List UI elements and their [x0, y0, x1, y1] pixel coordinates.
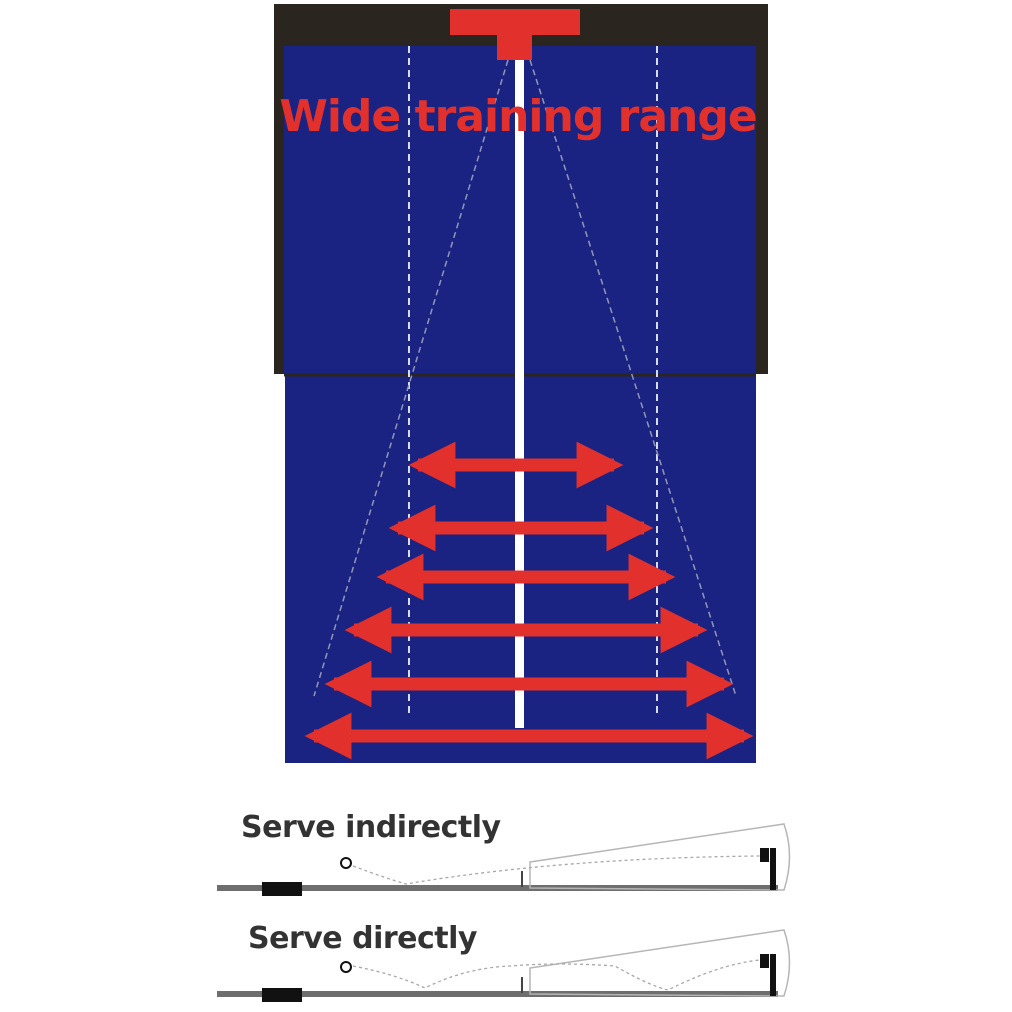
- machine-nozzle: [760, 848, 769, 862]
- machine-housing: [529, 929, 791, 997]
- table-rail: [217, 885, 778, 891]
- machine-housing: [529, 823, 791, 891]
- player-block: [262, 988, 302, 1002]
- ball-trajectory: [352, 855, 761, 885]
- machine-nozzle: [760, 954, 769, 968]
- machine-post: [770, 954, 776, 996]
- serve-direct-label: Serve directly: [248, 921, 478, 956]
- machine-head: [450, 9, 580, 35]
- spread-cone-left: [313, 59, 509, 697]
- serve-direct-diagram: Serve directly: [217, 921, 791, 1002]
- player-block: [262, 882, 302, 896]
- center-line: [515, 60, 524, 728]
- serve-indirect-label: Serve indirectly: [241, 810, 502, 845]
- range-arrows: [304, 441, 754, 760]
- machine-stem: [497, 33, 532, 60]
- machine-post: [770, 848, 776, 890]
- ball-trajectory: [352, 959, 761, 991]
- serve-indirect-diagram: Serve indirectly: [217, 810, 791, 896]
- ball: [340, 961, 352, 973]
- headline: Wide training range: [279, 91, 756, 142]
- table-rail: [217, 991, 778, 997]
- ball: [340, 857, 352, 869]
- spread-cone-right: [529, 59, 737, 697]
